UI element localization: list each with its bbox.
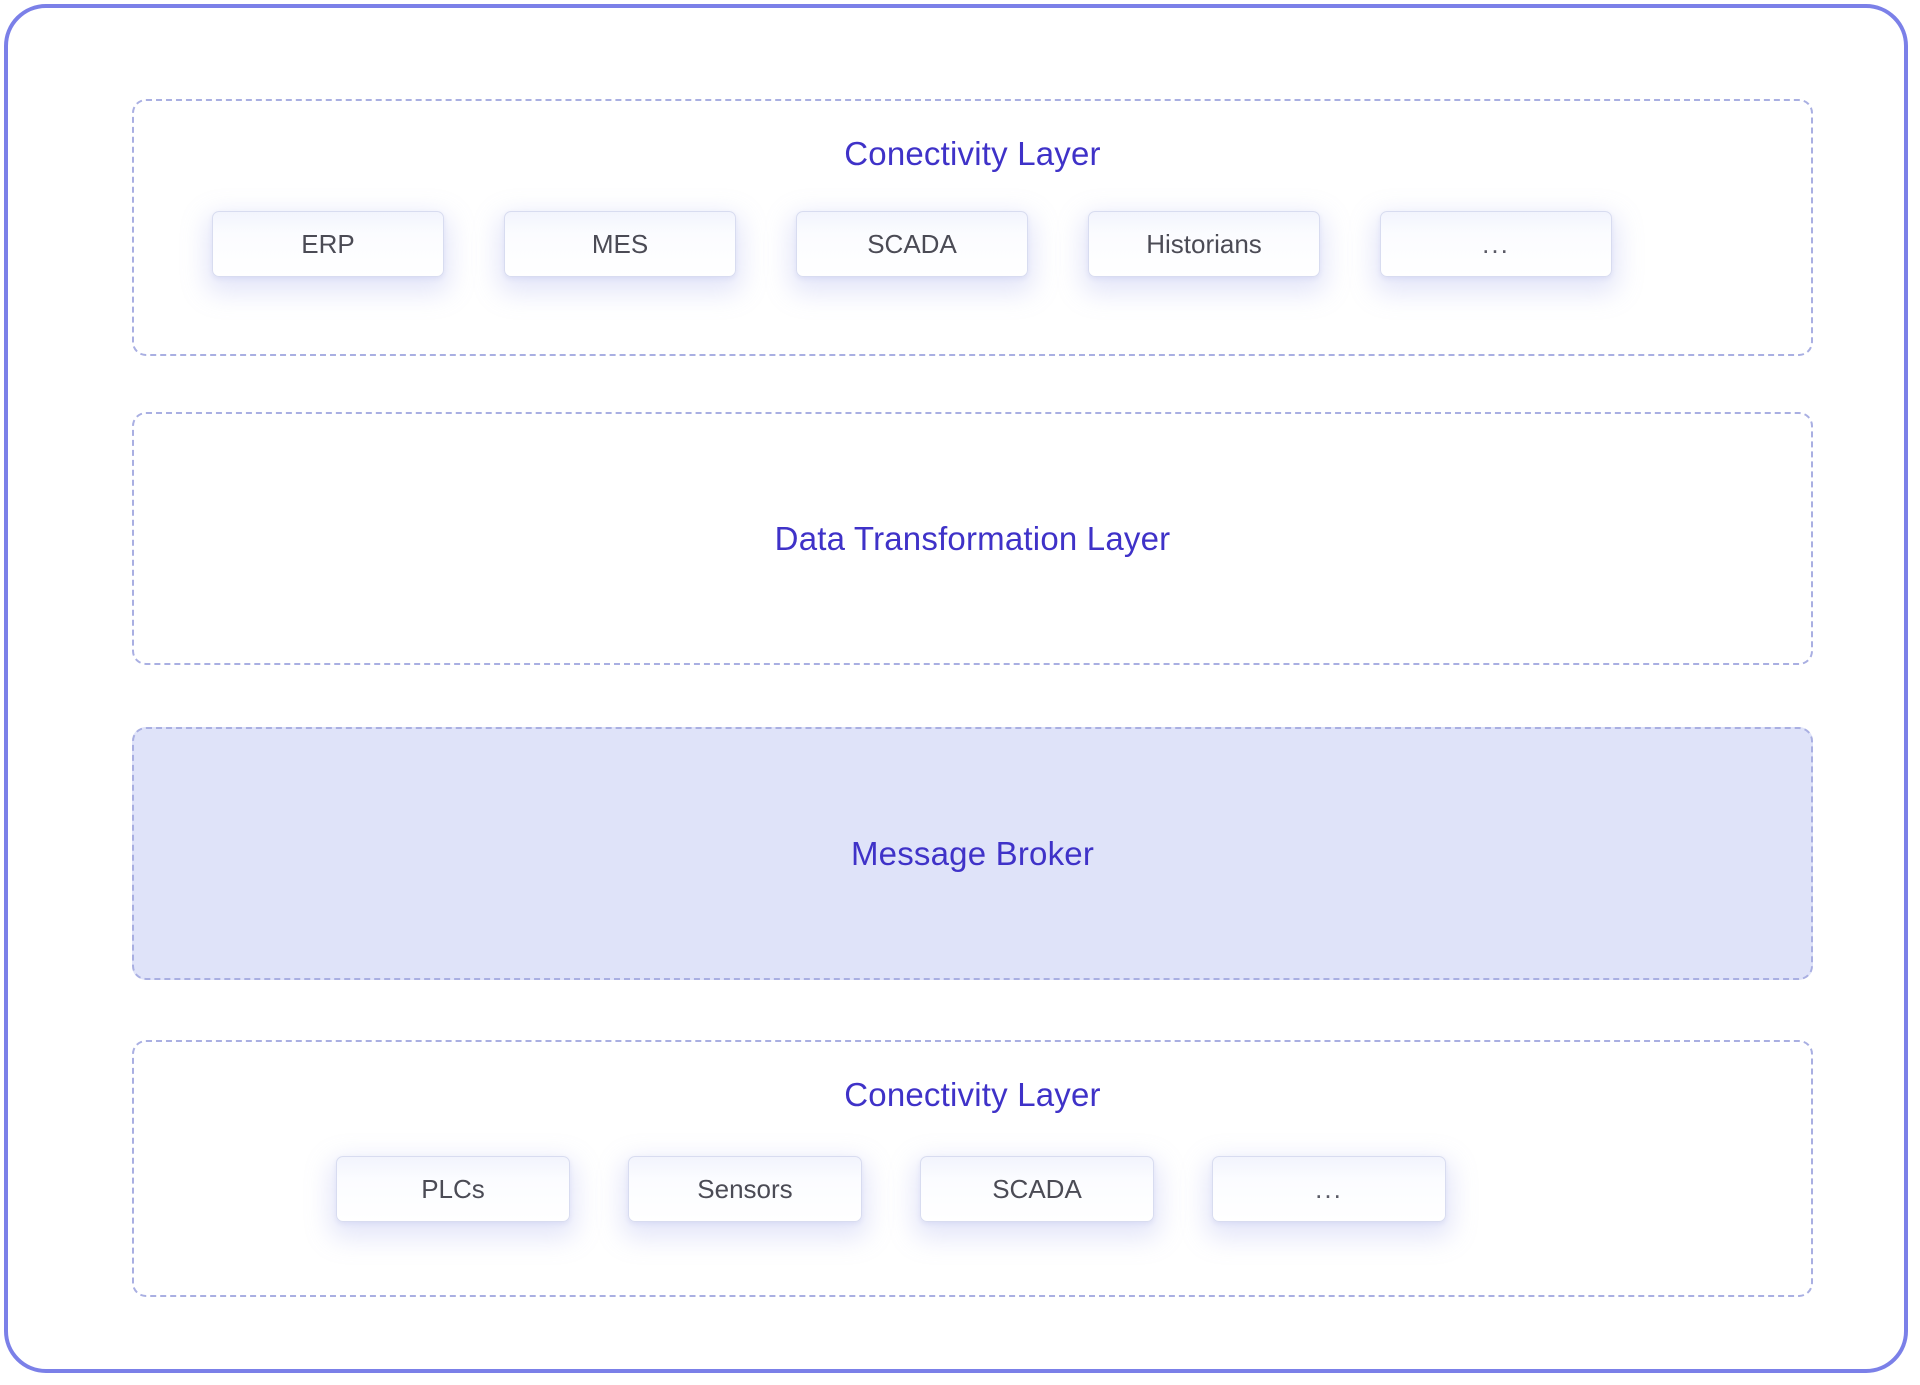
chip-erp[interactable]: ERP [212,211,444,277]
chip-label: ERP [301,228,355,259]
chip-label: Sensors [697,1173,793,1204]
layer-panel-message-broker: Message Broker [132,727,1813,980]
chip-scada-field[interactable]: SCADA [920,1156,1154,1222]
chip-plcs[interactable]: PLCs [336,1156,570,1222]
layer-panel-connectivity-bottom: Conectivity Layer PLCs Sensors SCADA ... [132,1040,1813,1297]
layer-panel-connectivity-top: Conectivity Layer ERP MES SCADA Historia… [132,99,1813,356]
chip-more-sources[interactable]: ... [1380,211,1612,277]
layer-title-connectivity-top: Conectivity Layer [844,135,1101,172]
chip-label: SCADA [867,228,957,259]
chip-label: PLCs [421,1173,485,1204]
chip-sensors[interactable]: Sensors [628,1156,862,1222]
chip-historians[interactable]: Historians [1088,211,1320,277]
layer-panel-data-transformation: Data Transformation Layer [132,412,1813,665]
layer-title-connectivity-bottom: Conectivity Layer [844,1076,1101,1113]
architecture-diagram-card: Conectivity Layer ERP MES SCADA Historia… [4,4,1908,1373]
chip-more-devices[interactable]: ... [1212,1156,1446,1222]
chip-row-connectivity-top: ERP MES SCADA Historians ... [134,211,1811,277]
chip-label: ... [1482,228,1510,259]
layer-title-data-transformation: Data Transformation Layer [774,520,1171,557]
chip-mes[interactable]: MES [504,211,736,277]
chip-label: SCADA [992,1173,1082,1204]
layer-title-message-broker: Message Broker [850,835,1095,872]
chip-label: MES [591,228,649,259]
layer-stack: Conectivity Layer ERP MES SCADA Historia… [132,99,1813,1304]
chip-label: Historians [1146,228,1262,259]
chip-scada[interactable]: SCADA [796,211,1028,277]
chip-row-connectivity-bottom: PLCs Sensors SCADA ... [134,1156,1811,1222]
chip-label: ... [1315,1173,1343,1204]
